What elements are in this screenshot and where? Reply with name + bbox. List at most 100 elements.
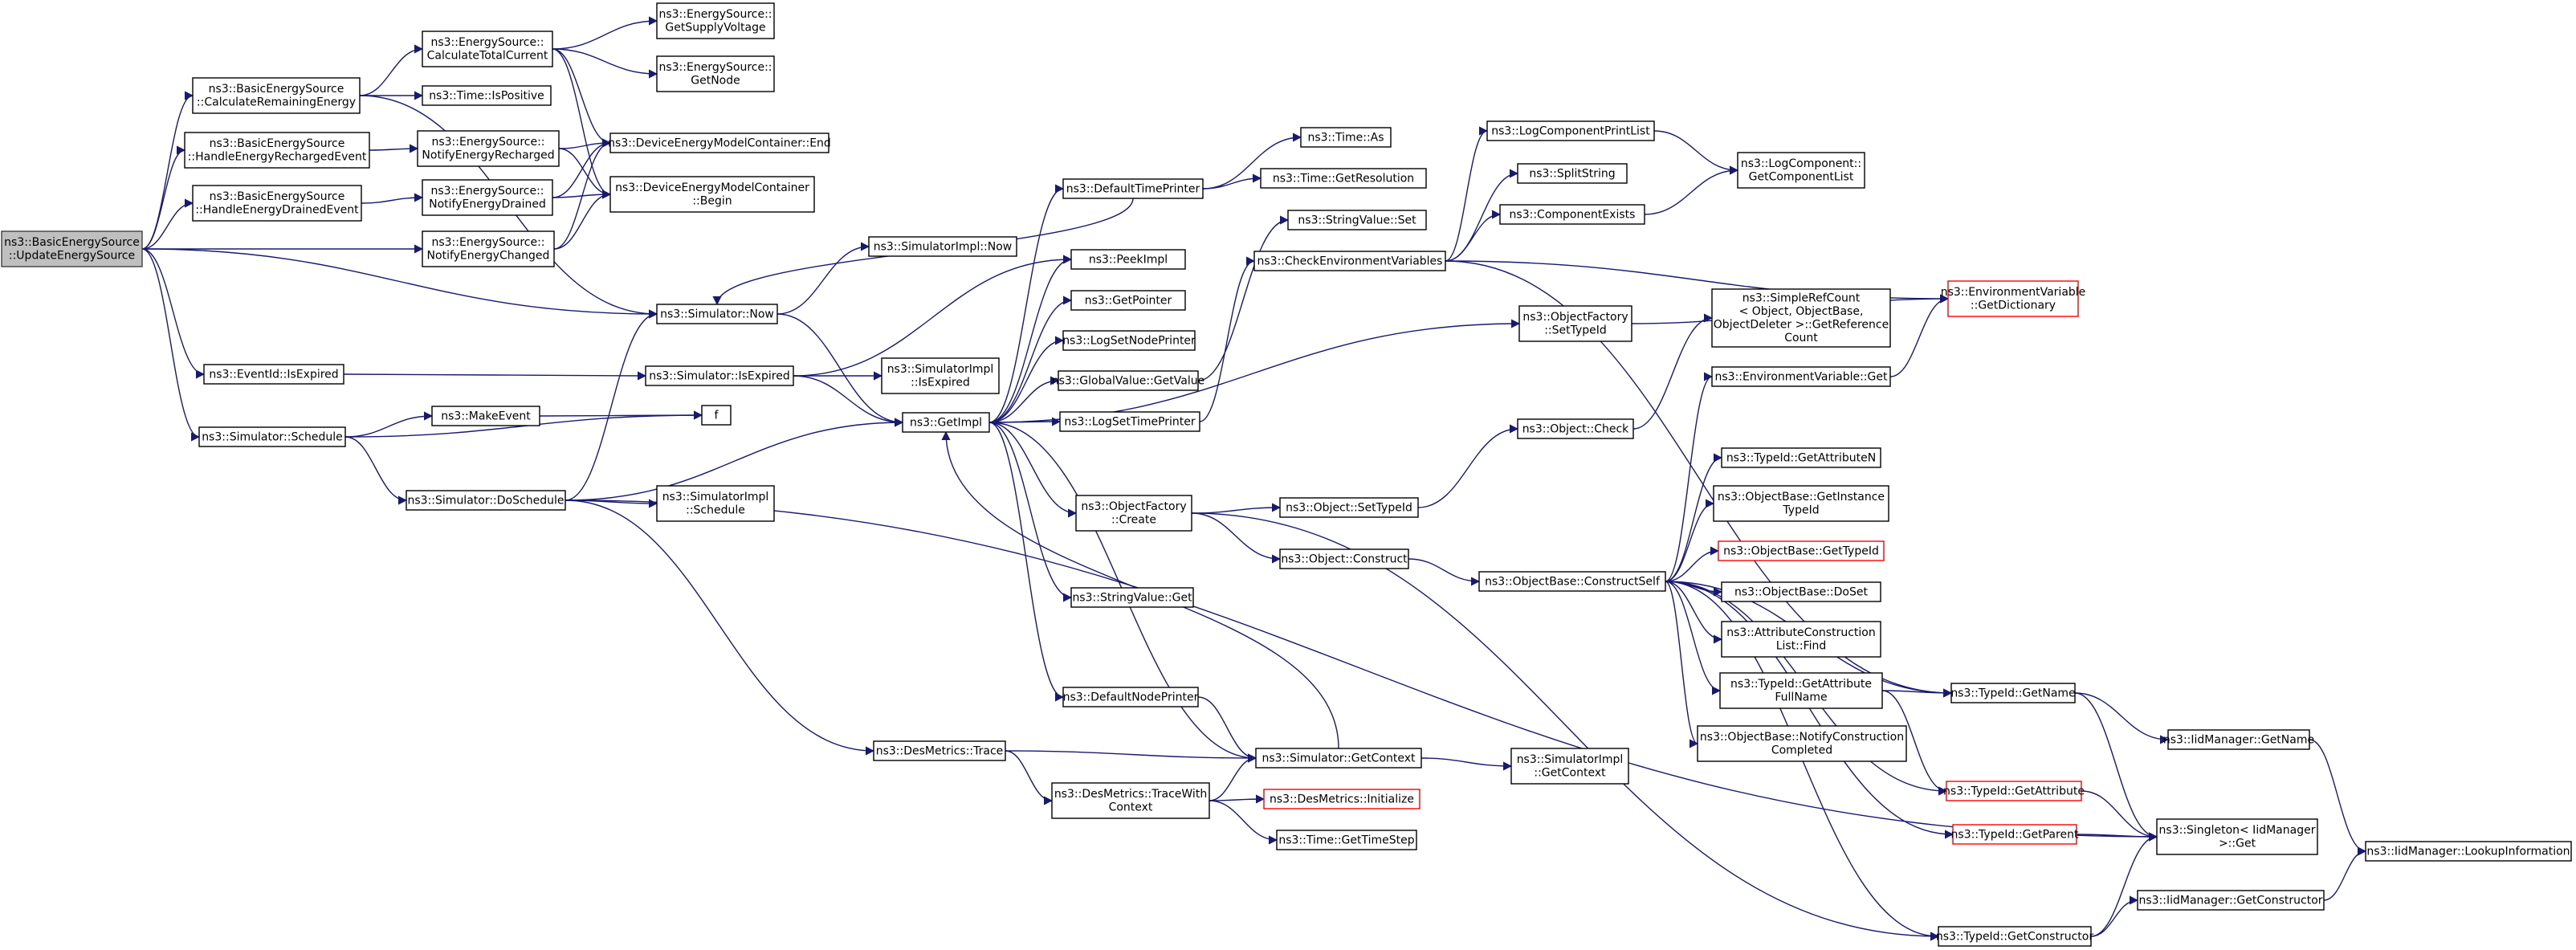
node-esChg[interactable]: ns3::EnergySource::NotifyEnergyChanged <box>422 230 555 267</box>
node-box-demBegin <box>609 176 815 213</box>
node-splitStr[interactable]: ns3::SplitString <box>1517 163 1628 184</box>
node-esNode[interactable]: ns3::EnergySource::GetNode <box>656 55 775 92</box>
node-simGetCtx[interactable]: ns3::Simulator::GetContext <box>1255 748 1422 769</box>
node-objConstruct[interactable]: ns3::Object::Construct <box>1279 548 1409 569</box>
node-esRech[interactable]: ns3::EnergySource::NotifyEnergyRecharged <box>417 130 560 167</box>
node-calcRem[interactable]: ns3::BasicEnergySource::CalculateRemaini… <box>192 77 361 114</box>
node-esDrain[interactable]: ns3::EnergySource::NotifyEnergyDrained <box>422 179 553 216</box>
node-tidGetParent[interactable]: ns3::TypeId::GetParent <box>1951 824 2079 845</box>
node-objSetTid[interactable]: ns3::Object::SetTypeId <box>1279 497 1419 518</box>
node-esCalc[interactable]: ns3::EnergySource::CalculateTotalCurrent <box>422 31 553 67</box>
node-label-tidGetName-line-0: ns3::TypeId::GetName <box>1950 687 2075 699</box>
node-lcpl[interactable]: ns3::LogComponentPrintList <box>1486 120 1655 141</box>
node-singleton[interactable]: ns3::Singleton< IidManager >::Get <box>2156 818 2318 855</box>
node-label-esDrain-line-0: ns3::EnergySource:: <box>430 185 544 198</box>
node-tidGetAttr[interactable]: ns3::TypeId::GetAttribute <box>1943 781 2085 801</box>
node-box-obDoSet <box>1721 581 1881 602</box>
node-box-desTraceWith <box>1051 782 1210 819</box>
node-obNotify[interactable]: ns3::ObjectBase::NotifyConstructionCompl… <box>1697 725 1907 762</box>
node-label-obGetTid-line-0: ns3::ObjectBase::GetTypeId <box>1723 544 1879 557</box>
node-hRech[interactable]: ns3::BasicEnergySource::HandleEnergyRech… <box>184 132 370 169</box>
node-lcGetList[interactable]: ns3::LogComponent::GetComponentList <box>1737 152 1865 189</box>
node-objCheck[interactable]: ns3::Object::Check <box>1517 418 1634 439</box>
node-esSupply[interactable]: ns3::EnergySource::GetSupplyVoltage <box>656 2 775 39</box>
node-label-svGet-line-0: ns3::StringValue::Get <box>1072 591 1192 604</box>
node-envGet[interactable]: ns3::EnvironmentVariable::Get <box>1711 366 1891 387</box>
node-label-gvGet-line-0: ns3::GlobalValue::GetValue <box>1052 374 1204 387</box>
node-gvGet[interactable]: ns3::GlobalValue::GetValue <box>1052 370 1204 391</box>
node-label-simImplIsExp-line-0: ns3::SimulatorImpl <box>887 363 994 376</box>
node-box-fNode <box>701 405 732 426</box>
node-box-defNP <box>1062 687 1199 707</box>
node-label-simNow-line-0: ns3::Simulator::Now <box>660 308 774 320</box>
node-timeStep[interactable]: ns3::Time::GetTimeStep <box>1276 830 1417 850</box>
node-simImplIsExp[interactable]: ns3::SimulatorImpl::IsExpired <box>881 357 1000 394</box>
node-getPtr[interactable]: ns3::GetPointer <box>1070 290 1186 311</box>
node-box-tidGetName <box>1950 683 2076 703</box>
node-checkEnv[interactable]: ns3::CheckEnvironmentVariables <box>1253 251 1446 271</box>
node-defTP[interactable]: ns3::DefaultTimePrinter <box>1062 178 1204 199</box>
node-timeAs[interactable]: ns3::Time::As <box>1300 127 1392 148</box>
node-tidGetName[interactable]: ns3::TypeId::GetName <box>1950 683 2076 703</box>
node-defNP[interactable]: ns3::DefaultNodePrinter <box>1062 687 1199 707</box>
node-tidGetCtor[interactable]: ns3::TypeId::GetConstructor <box>1936 926 2093 947</box>
node-desTrace[interactable]: ns3::DesMetrics::Trace <box>873 740 1006 761</box>
edge-lcpl-to-lcGetList <box>1653 130 1739 175</box>
node-box-compExists <box>1499 204 1645 225</box>
node-simImplNow[interactable]: ns3::SimulatorImpl::Now <box>868 236 1017 257</box>
node-label-tidGetCtor-line-0: ns3::TypeId::GetConstructor <box>1936 930 2093 943</box>
node-root[interactable]: ns3::BasicEnergySource::UpdateEnergySour… <box>1 230 143 267</box>
node-simImplSched[interactable]: ns3::SimulatorImpl::Schedule <box>656 485 775 522</box>
node-simSched[interactable]: ns3::Simulator::Schedule <box>198 426 346 447</box>
node-label-esSupply-line-0: ns3::EnergySource:: <box>658 8 772 21</box>
node-svSet[interactable]: ns3::StringValue::Set <box>1287 210 1427 230</box>
node-svGet[interactable]: ns3::StringValue::Get <box>1070 587 1194 608</box>
node-fNode[interactable]: f <box>701 405 732 426</box>
node-tidGetAttrN[interactable]: ns3::TypeId::GetAttributeN <box>1721 447 1881 468</box>
node-demEnd[interactable]: ns3::DeviceEnergyModelContainer::End <box>608 133 831 153</box>
node-label-root-line-1: ::UpdateEnergySource <box>9 250 135 263</box>
node-compExists[interactable]: ns3::ComponentExists <box>1499 204 1645 225</box>
node-hDrain[interactable]: ns3::BasicEnergySource::HandleEnergyDrai… <box>192 185 362 222</box>
node-eidExp[interactable]: ns3::EventId::IsExpired <box>203 364 344 385</box>
node-obGetTid[interactable]: ns3::ObjectBase::GetTypeId <box>1718 540 1885 561</box>
edge-root-to-hDrain <box>141 198 194 250</box>
node-doSched[interactable]: ns3::Simulator::DoSchedule <box>406 490 566 511</box>
edge-esChg-to-demEnd <box>553 138 612 250</box>
node-label-esRech-line-0: ns3::EnergySource:: <box>431 136 544 149</box>
node-iidGetName[interactable]: ns3::IidManager::GetName <box>2163 729 2314 750</box>
node-timePos[interactable]: ns3::Time::IsPositive <box>422 85 552 106</box>
edge-checkEnv-to-tidGetName <box>1445 260 1953 698</box>
edge-obConstructSelf-to-tidGetAttrFull <box>1665 581 1722 695</box>
node-ofCreate[interactable]: ns3::ObjectFactory::Create <box>1075 495 1192 532</box>
node-box-tidGetAttrN <box>1721 447 1881 468</box>
node-envDict[interactable]: ns3::EnvironmentVariable::GetDictionary <box>1941 280 2086 317</box>
node-getImpl[interactable]: ns3::GetImpl <box>902 412 990 433</box>
node-timeRes[interactable]: ns3::Time::GetResolution <box>1260 168 1427 189</box>
node-simIsExp[interactable]: ns3::Simulator::IsExpired <box>645 365 794 386</box>
node-label-timeAs-line-0: ns3::Time::As <box>1307 131 1384 144</box>
node-desInit[interactable]: ns3::DesMetrics::Initialize <box>1263 789 1420 809</box>
node-label-tidGetAttrN-line-0: ns3::TypeId::GetAttributeN <box>1726 451 1876 464</box>
node-obDoSet[interactable]: ns3::ObjectBase::DoSet <box>1721 581 1881 602</box>
node-iidLookup[interactable]: ns3::IidManager::LookupInformation <box>2365 841 2572 862</box>
node-iidGetCtor[interactable]: ns3::IidManager::GetConstructor <box>2137 890 2325 911</box>
node-demBegin[interactable]: ns3::DeviceEnergyModelContainer::Begin <box>609 176 815 213</box>
edge-gvGet-to-svSet <box>1197 215 1290 381</box>
node-obConstructSelf[interactable]: ns3::ObjectBase::ConstructSelf <box>1478 571 1666 592</box>
node-ofSetTid[interactable]: ns3::ObjectFactory::SetTypeId <box>1518 305 1632 342</box>
edge-esCalc-to-demEnd <box>552 48 612 148</box>
node-peekImpl[interactable]: ns3::PeekImpl <box>1070 249 1186 270</box>
node-box-simSched <box>198 426 346 447</box>
node-simNow[interactable]: ns3::Simulator::Now <box>656 304 778 324</box>
node-makeEv[interactable]: ns3::MakeEvent <box>431 406 540 426</box>
node-label-simImplIsExp-line-1: ::IsExpired <box>911 377 970 389</box>
node-logSetNP[interactable]: ns3::LogSetNodePrinter <box>1062 330 1196 351</box>
node-simImplGetCtx[interactable]: ns3::SimulatorImpl::GetContext <box>1510 748 1629 785</box>
node-logSetTP[interactable]: ns3::LogSetTimePrinter <box>1059 411 1200 432</box>
node-simpleRef[interactable]: ns3::SimpleRefCount< Object, ObjectBase,… <box>1711 288 1891 348</box>
